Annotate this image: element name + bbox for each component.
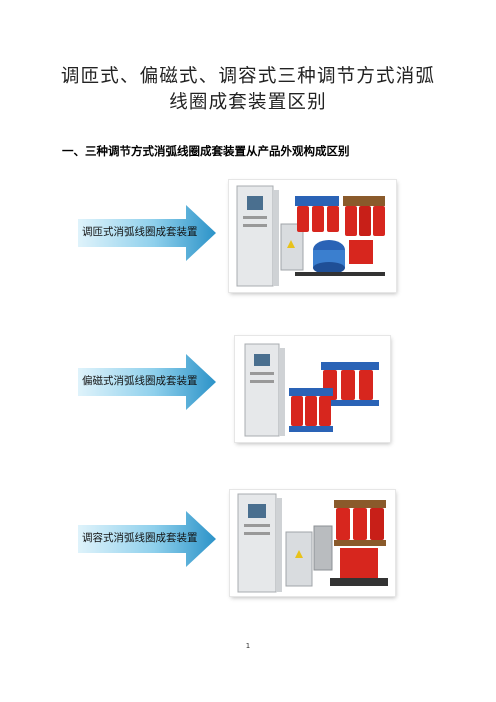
arrow-label: 调匝式消弧线圈成套装置 <box>82 226 198 238</box>
arrow-shape-icon <box>78 205 216 261</box>
arrow-banner-tiaorong: 调容式消弧线圈成套装置 <box>78 509 218 569</box>
equipment-photo-tiaorong <box>230 490 395 596</box>
arrow-shape-icon <box>78 354 216 410</box>
equipment-photo-tiaoza <box>229 180 396 292</box>
arrow-label: 调容式消弧线圈成套装置 <box>82 532 198 544</box>
arrow-label: 偏磁式消弧线圈成套装置 <box>82 375 198 387</box>
page-number: 1 <box>245 642 251 650</box>
equipment-photo-pianci <box>235 336 390 442</box>
arrow-shape-icon <box>78 511 216 567</box>
arrow-banner-tiaoza: 调匝式消弧线圈成套装置 <box>78 203 218 263</box>
document-title-line-1: 调匝式、偏磁式、调容式三种调节方式消弧 <box>60 66 436 87</box>
arrow-banner-pianci: 偏磁式消弧线圈成套装置 <box>78 352 218 412</box>
section-heading: 一、三种调节方式消弧线圈成套装置从产品外观构成区别 <box>62 144 350 158</box>
document-title-line-2: 线圈成套装置区别 <box>169 92 327 113</box>
